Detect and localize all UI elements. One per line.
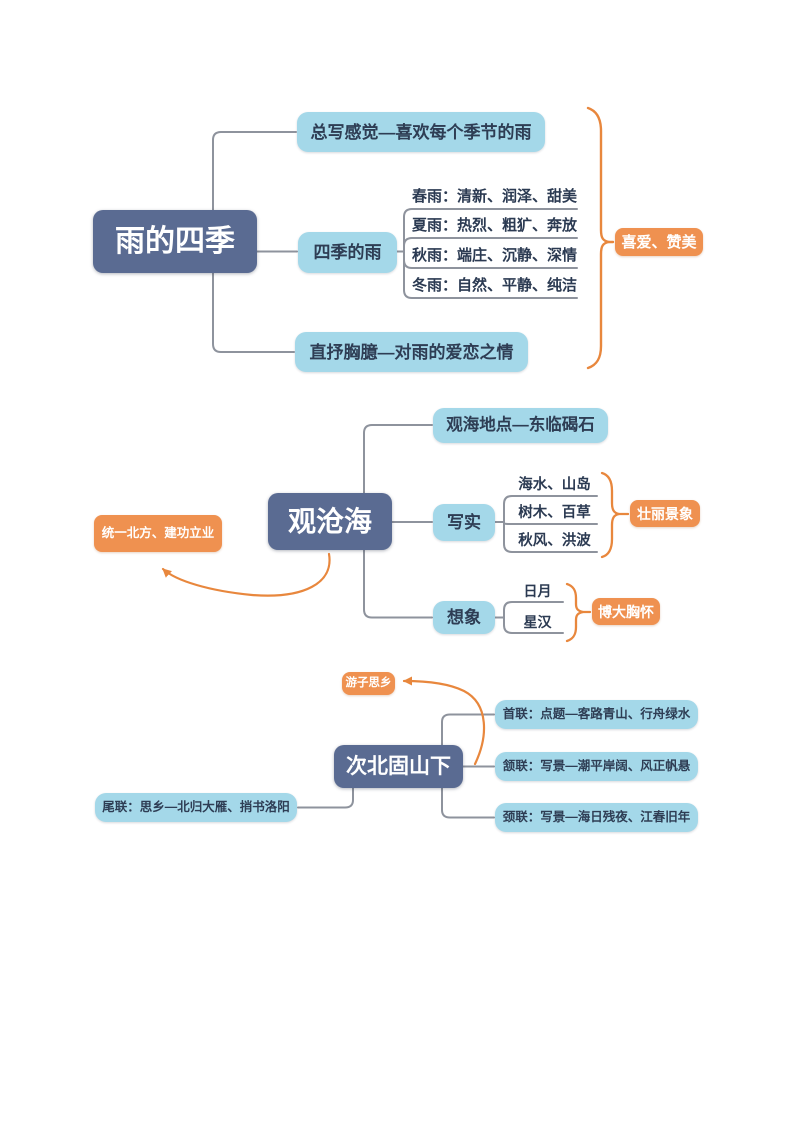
map2-root-node: 观沧海 [268,493,392,550]
map1-leaf-autumn-rain: 秋雨：端庄、沉静、深情 [412,247,578,264]
map3-branch-first-couplet: 首联：点题—客路青山、行舟绿水 [495,700,698,729]
map3-branch-third-couplet: 颈联：写景—海日残夜、江春旧年 [495,803,698,832]
map1-brace [586,106,615,370]
map2-realistic-summary-note: 壮丽景象 [630,500,700,527]
map1-branch-direct-expression: 直抒胸臆—对雨的爱恋之情 [295,332,528,372]
map2-connectors [363,424,598,634]
map3-root-node: 次北固山下 [334,745,463,788]
map2-leaf-milky-way: 星汉 [523,614,552,631]
map2-leaf-sun-moon: 日月 [523,583,552,600]
map2-leaf-trees-grass: 树木、百草 [518,504,591,521]
map2-branch-realistic: 写实 [433,504,495,541]
map1-leaf-summer-rain: 夏雨：热烈、粗犷、奔放 [412,217,578,234]
map2-leaf-wind-waves: 秋风、洪波 [518,532,591,549]
map2-branch-imagination: 想象 [433,601,495,634]
map1-leaf-spring-rain: 春雨：清新、润泽、甜美 [412,188,578,205]
map2-branch-location: 观海地点—东临碣石 [433,408,608,443]
map3-theme-arrow [402,676,486,766]
map3-connectors [297,713,495,819]
map1-root-node: 雨的四季 [93,210,257,273]
map2-leaf-sea-islands: 海水、山岛 [518,476,591,493]
map2-brace-imagination [565,582,592,643]
map2-imagination-summary-note: 博大胸怀 [592,598,660,625]
map2-brace-realistic [600,471,630,559]
map2-theme-arrow [161,552,331,597]
map2-ambition-note: 统一北方、建功立业 [94,515,222,552]
map3-branch-second-couplet: 颔联：写景—潮平岸阔、风正帆悬 [495,752,698,781]
map3-branch-final-couplet: 尾联：思乡—北归大雁、捎书洛阳 [95,793,297,822]
map1-branch-four-season-rain: 四季的雨 [298,232,397,273]
map1-summary-note: 喜爱、赞美 [615,228,703,256]
map3-theme-note: 游子思乡 [342,672,395,695]
map1-connectors [212,131,578,353]
map1-branch-overall-feeling: 总写感觉—喜欢每个季节的雨 [297,112,545,152]
map1-leaf-winter-rain: 冬雨：自然、平静、纯洁 [412,277,578,294]
